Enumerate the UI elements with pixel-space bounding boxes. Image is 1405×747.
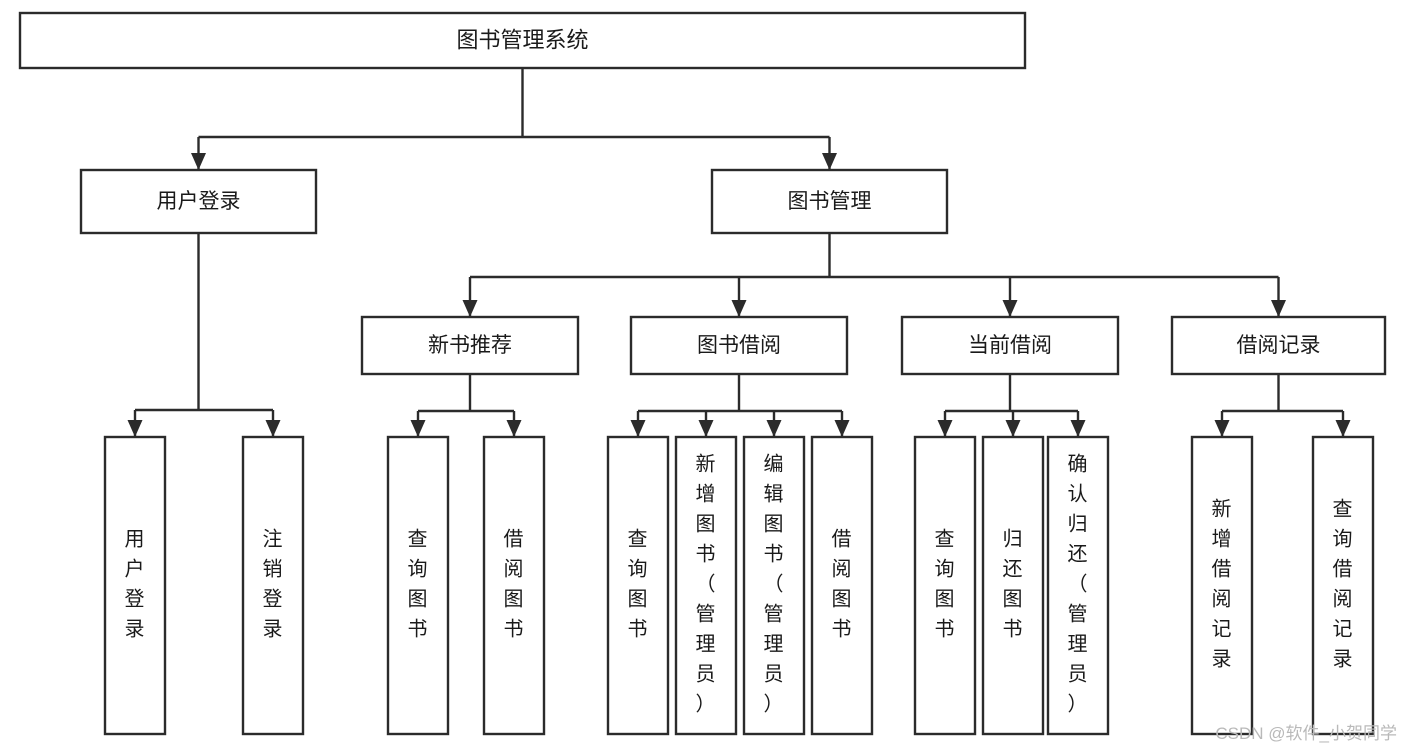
arrow-head-icon: [766, 420, 782, 437]
node-box-record-query[interactable]: [1311, 435, 1375, 736]
node-box-borrow-edit-book[interactable]: [742, 435, 806, 736]
watermark-text: CSDN @软件_小贺同学: [1215, 724, 1397, 743]
arrow-head-icon: [265, 420, 281, 437]
arrow-head-icon: [506, 420, 522, 437]
node-box-user-login[interactable]: [79, 168, 318, 235]
node-label-borrow-add-book: 新增图书（管理员）: [696, 453, 717, 716]
arrow-head-icon: [462, 300, 478, 317]
arrow-head-icon: [698, 420, 714, 437]
node-current-borrow[interactable]: 当前借阅: [900, 315, 1120, 376]
node-label-user-logout: 注销登录: [263, 528, 284, 641]
node-label-borrow-borrow-book: 借阅图书: [832, 528, 853, 641]
node-current-return-book[interactable]: 归还图书: [981, 435, 1045, 736]
arrow-head-icon: [1005, 420, 1021, 437]
connector-layer: [127, 68, 1351, 437]
node-box-book-management[interactable]: [710, 168, 949, 235]
node-box-borrow-records[interactable]: [1170, 315, 1387, 376]
node-label-record-query: 查询借阅记录: [1333, 498, 1354, 671]
node-root[interactable]: 图书管理系统: [18, 11, 1027, 70]
node-box-recommend-query-book[interactable]: [386, 435, 450, 736]
node-box-book-borrow[interactable]: [629, 315, 849, 376]
node-label-current-query-book: 查询图书: [935, 528, 956, 641]
node-box-borrow-borrow-book[interactable]: [810, 435, 874, 736]
node-borrow-records[interactable]: 借阅记录: [1170, 315, 1387, 376]
arrow-head-icon: [1271, 300, 1286, 317]
node-box-borrow-add-book[interactable]: [674, 435, 738, 736]
node-label-book-management: 图书管理: [788, 190, 872, 213]
arrow-head-icon: [1335, 420, 1351, 437]
node-label-current-confirm-return: 确认归还（管理员）: [1068, 453, 1089, 716]
node-label-user-login: 用户登录: [157, 190, 241, 213]
node-recommend-borrow-book[interactable]: 借阅图书: [482, 435, 546, 736]
node-label-recommend-borrow-book: 借阅图书: [504, 528, 525, 641]
node-label-borrow-edit-book: 编辑图书（管理员）: [764, 453, 785, 716]
arrow-head-icon: [191, 153, 206, 170]
node-borrow-query-book[interactable]: 查询图书: [606, 435, 670, 736]
arrow-head-icon: [1070, 420, 1086, 437]
arrow-head-icon: [410, 420, 426, 437]
node-current-query-book[interactable]: 查询图书: [913, 435, 977, 736]
node-box-current-query-book[interactable]: [913, 435, 977, 736]
node-box-current-confirm-return[interactable]: [1046, 435, 1110, 736]
arrow-head-icon: [731, 300, 747, 317]
node-borrow-add-book[interactable]: 新增图书（管理员）: [674, 435, 738, 736]
node-user-logout[interactable]: 注销登录: [241, 435, 305, 736]
node-label-new-book-recommend: 新书推荐: [428, 334, 512, 357]
node-label-borrow-records: 借阅记录: [1237, 334, 1321, 357]
arrow-head-icon: [630, 420, 646, 437]
node-box-user-logout[interactable]: [241, 435, 305, 736]
node-new-book-recommend[interactable]: 新书推荐: [360, 315, 580, 376]
node-book-borrow[interactable]: 图书借阅: [629, 315, 849, 376]
node-label-user-login-do: 用户登录: [125, 529, 146, 641]
node-record-query[interactable]: 查询借阅记录: [1311, 435, 1375, 736]
node-box-borrow-query-book[interactable]: [606, 435, 670, 736]
node-borrow-edit-book[interactable]: 编辑图书（管理员）: [742, 435, 806, 736]
arrow-head-icon: [834, 420, 850, 437]
node-label-borrow-query-book: 查询图书: [628, 528, 649, 641]
node-label-book-borrow: 图书借阅: [697, 334, 781, 357]
node-label-root: 图书管理系统: [456, 27, 588, 52]
arrow-head-icon: [937, 420, 953, 437]
node-box-current-borrow[interactable]: [900, 315, 1120, 376]
arrow-head-icon: [822, 153, 837, 170]
node-recommend-query-book[interactable]: 查询图书: [386, 435, 450, 736]
arrow-head-icon: [127, 420, 143, 437]
node-record-add[interactable]: 新增借阅记录: [1190, 435, 1254, 736]
node-box-current-return-book[interactable]: [981, 435, 1045, 736]
node-label-record-add: 新增借阅记录: [1212, 498, 1233, 671]
node-box-user-login-do[interactable]: [103, 435, 167, 736]
node-box-new-book-recommend[interactable]: [360, 315, 580, 376]
node-current-confirm-return[interactable]: 确认归还（管理员）: [1046, 435, 1110, 736]
node-label-recommend-query-book: 查询图书: [408, 528, 429, 641]
node-box-root[interactable]: [18, 11, 1027, 70]
arrow-head-icon: [1214, 420, 1230, 437]
node-user-login[interactable]: 用户登录: [79, 168, 318, 235]
node-label-current-borrow: 当前借阅: [968, 334, 1052, 357]
node-box-record-add[interactable]: [1190, 435, 1254, 736]
node-user-login-do[interactable]: 用户登录: [103, 435, 167, 736]
node-label-current-return-book: 归还图书: [1003, 528, 1024, 641]
node-borrow-borrow-book[interactable]: 借阅图书: [810, 435, 874, 736]
node-box-recommend-borrow-book[interactable]: [482, 435, 546, 736]
node-book-management[interactable]: 图书管理: [710, 168, 949, 235]
arrow-head-icon: [1002, 300, 1018, 317]
